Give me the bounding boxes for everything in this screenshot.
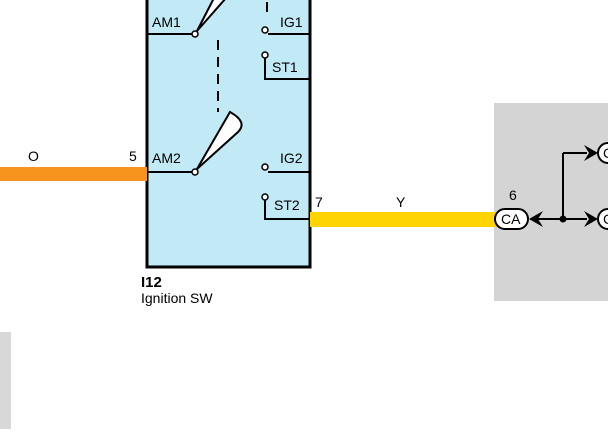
am1-blade [196, 0, 226, 32]
connector-top-partial-label: C [603, 145, 608, 161]
connector-pin-number: 6 [509, 187, 517, 203]
wire-color-label-left: O [28, 148, 39, 164]
st2-contact [261, 193, 269, 201]
component-code: I12 [141, 274, 162, 291]
st2-lead [264, 200, 310, 220]
connector-bottom-partial [597, 208, 608, 230]
am1-pivot [191, 30, 199, 38]
terminal-st1-label: ST1 [272, 59, 298, 75]
st1-lead [264, 58, 310, 80]
terminal-st2-label: ST2 [274, 197, 300, 213]
ig2-contact [261, 163, 269, 171]
terminal-am1-label: AM1 [152, 14, 181, 30]
arrow-left-head [529, 211, 543, 227]
am2-pivot [191, 168, 199, 176]
connector-ca [494, 208, 529, 230]
wire-orange [0, 167, 147, 181]
am2-blade [196, 110, 243, 170]
pin-number-am2: 5 [129, 148, 137, 164]
st1-contact [261, 51, 269, 59]
arrow-right-head-top [584, 145, 598, 161]
pin-number-st2: 7 [315, 194, 323, 210]
connector-top-partial [597, 142, 608, 164]
component-name: Ignition SW [141, 290, 213, 306]
connector-bottom-partial-label: C [603, 211, 608, 227]
ig1-contact [261, 26, 269, 34]
side-strip [0, 332, 11, 429]
connector-ca-label: CA [501, 211, 521, 227]
terminal-ig1-label: IG1 [280, 14, 303, 30]
arrow-right-head-bottom [584, 211, 598, 227]
terminal-am2-label: AM2 [152, 150, 181, 166]
wire-color-label-right: Y [396, 194, 406, 210]
terminal-ig2-label: IG2 [280, 150, 303, 166]
connector-panel [494, 103, 608, 301]
wire-yellow [310, 212, 497, 227]
